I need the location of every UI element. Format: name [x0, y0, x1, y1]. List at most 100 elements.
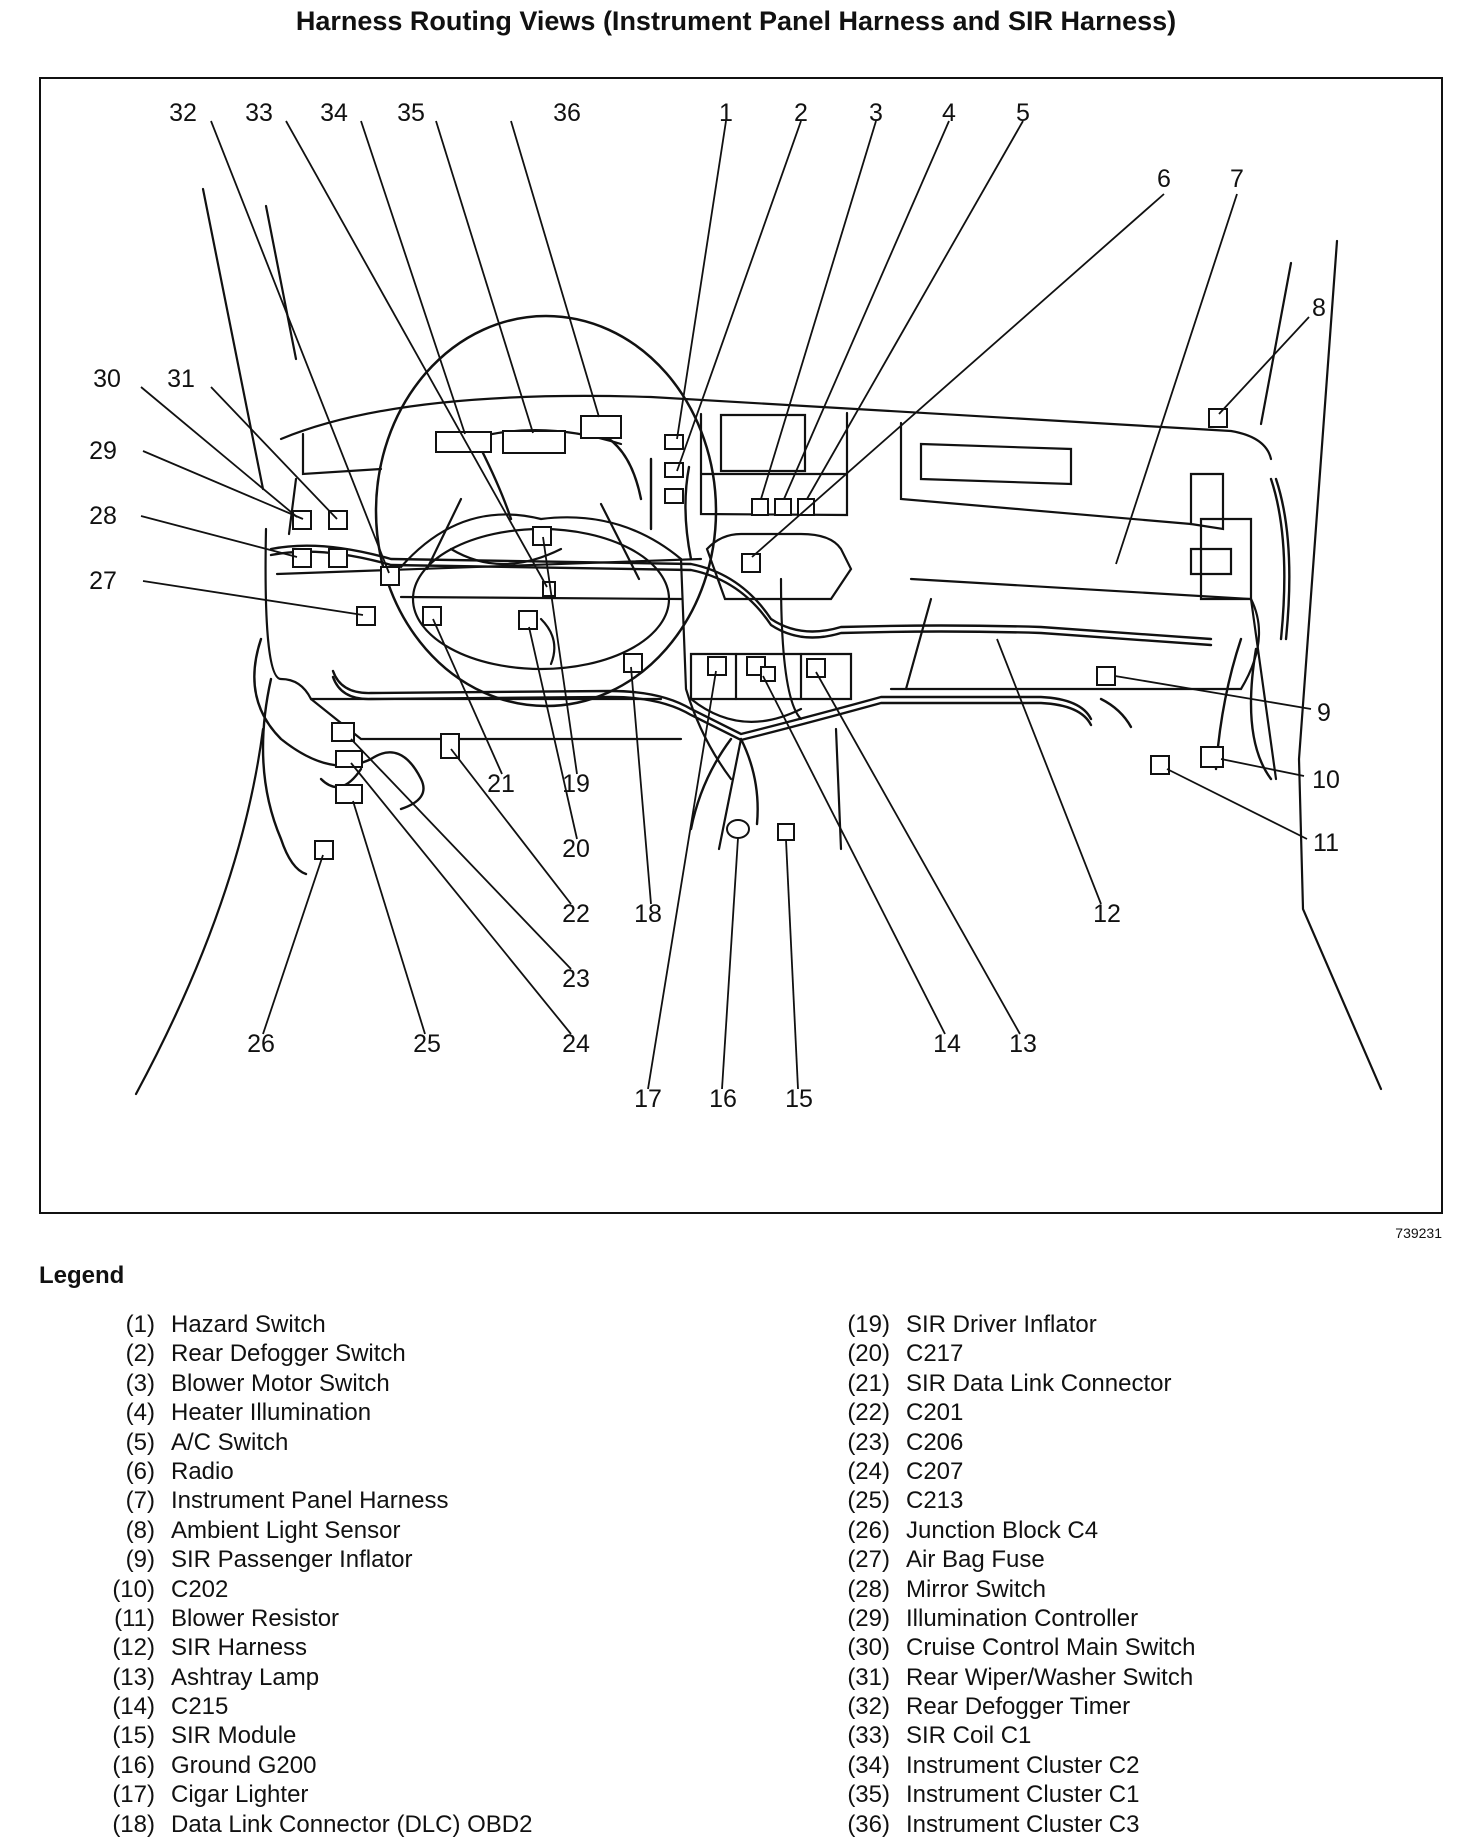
legend-item-label: Junction Block C4 [906, 1516, 1099, 1544]
legend-item-label: Ashtray Lamp [171, 1663, 320, 1691]
legend-item-label: A/C Switch [171, 1428, 289, 1456]
legend-item-number: (6) [125, 1457, 155, 1485]
legend-item: (20)C217 [815, 1339, 1195, 1368]
callout-23: 23 [562, 965, 590, 993]
callout-35: 35 [397, 99, 425, 127]
callout-17: 17 [634, 1085, 662, 1113]
callout-21: 21 [487, 770, 515, 798]
legend-item: (14)C215 [80, 1692, 532, 1721]
callout-13: 13 [1009, 1030, 1037, 1058]
legend-item-label: C202 [171, 1575, 229, 1603]
legend-item: (22) C201 [815, 1398, 1195, 1427]
legend-item-label: Rear Defogger Timer [906, 1693, 1131, 1721]
callout-9: 9 [1317, 699, 1331, 727]
legend-item-number: (34) [847, 1751, 890, 1779]
legend-item-number: (31) [847, 1663, 890, 1691]
legend-item-number: (11) [114, 1604, 155, 1632]
legend-item-number: (29) [847, 1604, 890, 1632]
legend-item-label: Radio [171, 1457, 234, 1485]
legend-item-number: (2) [125, 1340, 155, 1368]
callout-6: 6 [1157, 165, 1171, 193]
legend-item-number: (18) [112, 1810, 155, 1838]
legend-item: (27) Air Bag Fuse [815, 1545, 1195, 1574]
callout-12: 12 [1093, 900, 1121, 928]
legend-item: (19) SIR Driver Inflator [815, 1310, 1195, 1339]
legend-item-number: (12) [112, 1634, 155, 1662]
legend-item-number: (27) [847, 1546, 890, 1574]
legend-item: (4)Heater Illumination [80, 1398, 532, 1427]
legend-item-label: Ground G200 [171, 1751, 317, 1779]
legend-item-number: (35) [847, 1781, 890, 1809]
legend-item-label: Instrument Panel Harness [171, 1487, 449, 1515]
legend-item: (10) C202 [80, 1575, 532, 1604]
legend-item-label: SIR Passenger Inflator [171, 1546, 413, 1574]
legend-item: (9)SIR Passenger Inflator [80, 1545, 532, 1574]
legend-item-label: Data Link Connector (DLC) OBD2 [171, 1810, 533, 1838]
legend-column-right: (19) SIR Driver Inflator(20)C217(21) SIR D… [815, 1310, 1195, 1839]
legend-item-label: Rear Defogger Switch [171, 1340, 406, 1368]
legend-item-label: Instrument Cluster C3 [906, 1810, 1140, 1838]
legend-item-number: (19) [847, 1311, 890, 1338]
legend-item-number: (15) [112, 1722, 155, 1750]
legend-item: (17)Cigar Lighter [80, 1780, 532, 1809]
legend-item-label: C201 [906, 1399, 964, 1427]
legend-item: (6) Radio [80, 1457, 532, 1486]
legend-item-label: SIR Coil C1 [906, 1722, 1032, 1750]
legend-item: (26)Junction Block C4 [815, 1516, 1195, 1545]
legend-item-number: (20) [847, 1340, 890, 1368]
legend-item-label: SIR Driver Inflator [906, 1311, 1097, 1338]
legend-item-label: SIR Data Link Connector [906, 1369, 1172, 1397]
legend-item: (21) SIR Data Link Connector [815, 1369, 1195, 1398]
legend-item-label: C206 [906, 1428, 964, 1456]
callout-7: 7 [1230, 165, 1244, 193]
legend-item: (34)Instrument Cluster C2 [815, 1751, 1195, 1780]
callout-33: 33 [245, 99, 273, 127]
legend-item-label: Air Bag Fuse [906, 1546, 1045, 1574]
legend-item-label: Blower Motor Switch [171, 1369, 390, 1397]
legend-item: (11)Blower Resistor [80, 1604, 532, 1633]
legend-item: (31) Rear Wiper/Washer Switch [815, 1663, 1195, 1692]
legend-item-number: (10) [112, 1575, 155, 1603]
callout-19: 19 [562, 770, 590, 798]
legend-item-number: (13) [112, 1663, 155, 1691]
legend-item: (2) Rear Defogger Switch [80, 1339, 532, 1368]
legend-item-number: (36) [847, 1810, 890, 1838]
legend-item-label: SIR Harness [171, 1634, 308, 1662]
legend-item: (28) Mirror Switch [815, 1575, 1195, 1604]
legend-item-label: Mirror Switch [906, 1575, 1047, 1603]
callout-3: 3 [869, 99, 883, 127]
legend-item: (5)A/C Switch [80, 1428, 532, 1457]
legend-item: (1)Hazard Switch [80, 1310, 532, 1339]
callout-15: 15 [785, 1085, 813, 1113]
legend-item-number: (3) [125, 1369, 155, 1397]
legend-item: (13) Ashtray Lamp [80, 1663, 532, 1692]
legend-item-label: SIR Module [171, 1722, 297, 1750]
legend-item: (24)C207 [815, 1457, 1195, 1486]
callout-36: 36 [553, 99, 581, 127]
callout-32: 32 [169, 99, 197, 127]
legend-item-number: (24) [847, 1457, 890, 1485]
legend-item: (35) Instrument Cluster C1 [815, 1780, 1195, 1809]
legend-item-number: (21) [847, 1369, 890, 1397]
callout-16: 16 [709, 1085, 737, 1113]
legend-item-label: Instrument Cluster C1 [906, 1781, 1140, 1809]
callout-27: 27 [89, 567, 117, 595]
legend-item-number: (1) [125, 1311, 155, 1338]
legend-item-number: (28) [847, 1575, 890, 1603]
callout-14: 14 [933, 1030, 961, 1058]
legend-item-label: Illumination Controller [906, 1604, 1139, 1632]
legend-item-number: (22) [847, 1399, 890, 1427]
callout-22: 22 [562, 900, 590, 928]
legend-item-label: Rear Wiper/Washer Switch [906, 1663, 1194, 1691]
legend-item: (36) Instrument Cluster C3 [815, 1810, 1195, 1839]
legend-item: (33) SIR Coil C1 [815, 1721, 1195, 1750]
legend-item: (8)Ambient Light Sensor [80, 1516, 532, 1545]
legend-item-number: (7) [125, 1487, 155, 1515]
legend-column-left: (1)Hazard Switch(2)Rear Defogger Switch(… [80, 1310, 532, 1839]
dashboard-outline [134, 187, 1383, 1096]
legend-item-number: (33) [847, 1722, 890, 1750]
legend-item: (29) Illumination Controller [815, 1604, 1195, 1633]
callout-4: 4 [942, 99, 956, 127]
leader-lines [140, 120, 1312, 1090]
legend-heading: Legend [39, 1262, 125, 1289]
